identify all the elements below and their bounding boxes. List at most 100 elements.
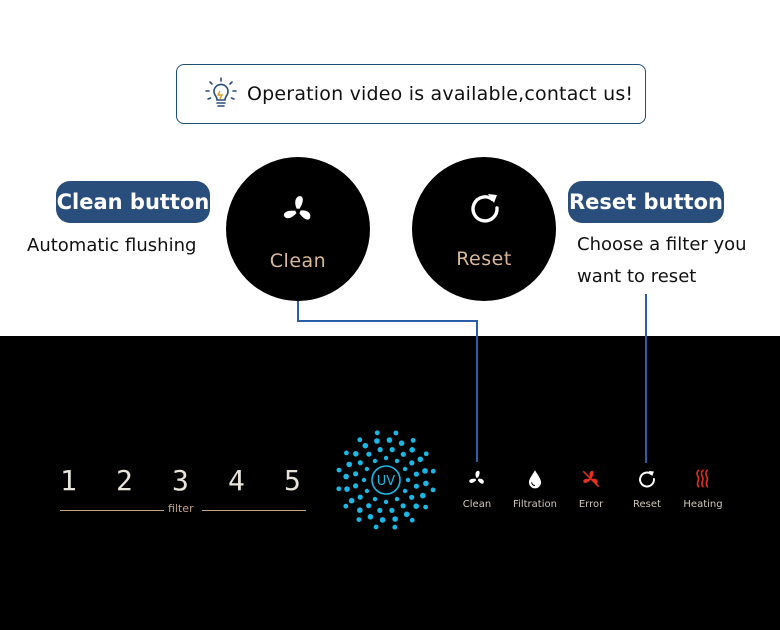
uv-dot [403,511,410,518]
uv-dot [367,514,374,520]
filter-divider-left [60,510,164,511]
filter-number-4[interactable]: 4 [228,464,245,497]
uv-dot [344,486,350,492]
uv-dot [366,451,372,457]
reset-button[interactable]: Reset [412,157,556,301]
uv-dot [366,503,372,509]
filter-number-2[interactable]: 2 [116,464,133,497]
uv-dot [374,438,380,444]
uv-dot [364,466,370,472]
uv-dot [346,461,352,468]
uv-dot [402,488,408,494]
uv-dot [402,466,408,472]
uv-dot [336,467,342,473]
uv-dot [377,507,383,513]
indicator-clean-label: Clean [462,499,492,510]
notice-banner: Operation video is available,contact us! [176,64,646,124]
uv-dot [389,507,395,513]
fan-icon [469,470,484,484]
uv-dot [413,471,419,477]
reset-button-title: Reset button [568,181,724,223]
heating-icon [696,469,709,488]
uv-dot [405,477,411,483]
uv-dot [392,524,398,530]
uv-dot [336,486,342,492]
uv-dot [398,440,405,446]
uv-dot [420,492,426,499]
uv-dot [423,504,428,510]
indicator-heating: Heating [673,468,733,510]
uv-dot [413,503,419,509]
uv-dot [353,483,359,489]
reset-description-line-1: Choose a filter you [577,234,747,255]
fan-icon [283,196,311,220]
uv-dot [410,438,416,443]
uv-dot [409,517,415,523]
uv-dot [423,451,429,457]
filter-number-1[interactable]: 1 [60,464,77,497]
clean-button[interactable]: Clean [226,157,370,301]
uv-dot [343,473,349,480]
uv-dot [357,507,363,513]
uv-dot [356,517,362,522]
uv-dot [400,503,406,509]
uv-dot [343,503,349,509]
reset-description: Choose a filter you want to reset [577,229,747,293]
uv-dot [383,499,389,505]
uv-dot [372,496,378,502]
clean-button-title: Clean button [56,181,210,223]
uv-dot [362,442,369,449]
uv-dot [409,460,415,466]
filter-label: filter [168,502,194,515]
uv-dot [364,488,370,494]
indicator-reset: Reset [617,468,677,510]
water-drop-icon [528,470,542,489]
error-icon [582,470,600,488]
uv-dot [353,471,359,477]
uv-dot [353,451,359,457]
indicator-filtration: Filtration [505,468,565,510]
uv-dot [417,456,424,463]
uv-dot [357,437,363,443]
uv-dot [379,517,386,523]
clean-button-label: Clean [269,250,327,272]
indicator-error: Error [561,468,621,510]
indicator-reset-label: Reset [633,499,661,510]
reset-description-line-2: want to reset [577,266,697,287]
indicator-heating-label: Heating [683,499,723,510]
uv-dot [361,477,367,483]
uv-dot [389,447,395,453]
uv-dot [392,516,398,522]
uv-dot [372,458,378,464]
uv-dot [430,487,436,493]
refresh-icon [471,194,499,223]
uv-dot [400,451,406,457]
uv-dot [393,430,399,436]
filter-number-5[interactable]: 5 [284,464,301,497]
uv-dot [344,450,349,456]
uv-dot [409,447,415,453]
uv-dot [373,524,379,530]
uv-dot [423,480,429,487]
uv-dot [422,468,428,474]
filter-number-3[interactable]: 3 [172,464,189,497]
clean-description: Automatic flushing [27,235,197,256]
uv-dot [357,460,363,466]
uv-dot [374,430,380,436]
lightbulb-icon [205,77,237,107]
uv-dot [430,468,436,474]
indicator-filtration-label: Filtration [513,499,557,510]
uv-dot [394,496,400,502]
uv-dot [413,483,419,489]
indicator-error-label: Error [578,499,604,510]
uv-label: UV [377,474,396,489]
uv-indicator: UV [336,430,436,530]
notice-text: Operation video is available,contact us! [247,83,634,105]
uv-dot [409,494,415,500]
uv-dot [357,494,363,500]
uv-dot [377,447,383,453]
uv-dot [394,458,400,464]
indicator-clean: Clean [447,468,507,510]
uv-dot [383,455,389,461]
uv-dot [348,497,355,504]
